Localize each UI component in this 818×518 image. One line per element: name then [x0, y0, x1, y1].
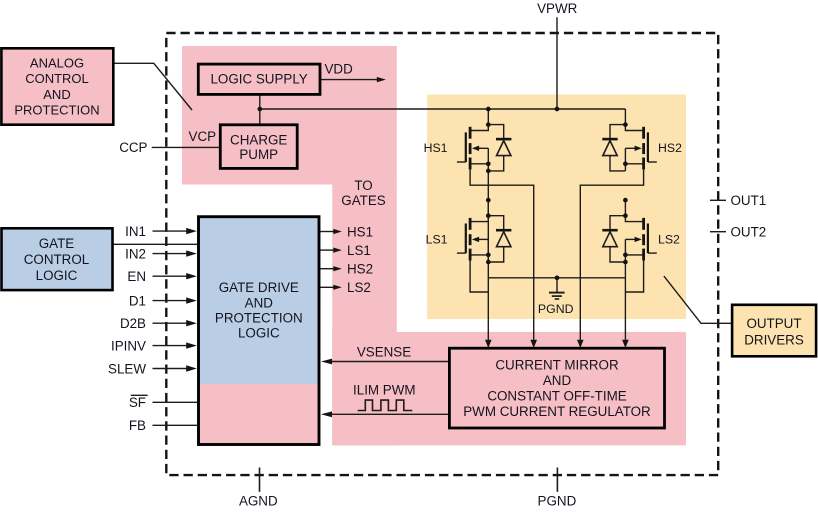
svg-text:ANALOG: ANALOG — [30, 55, 84, 70]
svg-text:D2B: D2B — [120, 316, 146, 331]
svg-text:IN1: IN1 — [125, 224, 146, 239]
svg-text:CURRENT MIRROR: CURRENT MIRROR — [495, 358, 619, 373]
svg-text:VPWR: VPWR — [537, 1, 578, 16]
svg-text:CONSTANT OFF-TIME: CONSTANT OFF-TIME — [487, 388, 626, 403]
svg-text:HS2: HS2 — [347, 262, 373, 277]
svg-text:PROTECTION: PROTECTION — [215, 311, 303, 326]
svg-text:D1: D1 — [129, 293, 146, 308]
svg-text:LOGIC: LOGIC — [36, 268, 78, 283]
svg-text:OUT1: OUT1 — [731, 193, 767, 208]
svg-text:AND: AND — [543, 373, 572, 388]
svg-text:CONTROL: CONTROL — [24, 252, 89, 267]
svg-text:EN: EN — [127, 269, 146, 284]
svg-text:FB: FB — [129, 418, 146, 433]
svg-text:SF: SF — [129, 395, 146, 410]
svg-text:OUTPUT: OUTPUT — [746, 316, 801, 331]
svg-text:LS2: LS2 — [347, 280, 371, 295]
svg-text:LS2: LS2 — [658, 232, 680, 246]
svg-text:GATE DRIVE: GATE DRIVE — [219, 280, 299, 295]
svg-text:VCP: VCP — [189, 129, 217, 144]
svg-text:VSENSE: VSENSE — [357, 344, 411, 359]
svg-text:GATES: GATES — [341, 193, 385, 208]
svg-text:OUT2: OUT2 — [731, 225, 767, 240]
svg-text:CONTROL: CONTROL — [25, 71, 89, 86]
svg-text:LS1: LS1 — [426, 232, 448, 246]
svg-text:CCP: CCP — [119, 140, 147, 155]
svg-text:PGND: PGND — [538, 302, 574, 316]
svg-text:TO: TO — [354, 178, 372, 193]
svg-text:PGND: PGND — [538, 493, 577, 508]
svg-text:SLEW: SLEW — [108, 361, 146, 376]
svg-text:PWM CURRENT REGULATOR: PWM CURRENT REGULATOR — [463, 404, 651, 419]
svg-text:HS1: HS1 — [424, 141, 448, 155]
svg-text:DRIVERS: DRIVERS — [744, 333, 804, 348]
svg-text:PROTECTION: PROTECTION — [14, 103, 99, 118]
svg-text:IN2: IN2 — [125, 246, 146, 261]
svg-text:AND: AND — [43, 87, 70, 102]
svg-text:IPINV: IPINV — [111, 338, 146, 353]
svg-text:PUMP: PUMP — [239, 147, 278, 162]
svg-text:HS1: HS1 — [347, 224, 373, 239]
svg-text:VDD: VDD — [325, 61, 354, 76]
svg-text:LOGIC SUPPLY: LOGIC SUPPLY — [210, 71, 307, 86]
svg-text:CHARGE: CHARGE — [230, 133, 287, 148]
svg-text:GATE: GATE — [39, 236, 75, 251]
svg-text:LOGIC: LOGIC — [238, 326, 280, 341]
svg-text:AGND: AGND — [239, 493, 278, 508]
svg-text:HS2: HS2 — [658, 141, 682, 155]
svg-text:AND: AND — [245, 295, 274, 310]
svg-text:ILIM PWM: ILIM PWM — [353, 382, 416, 397]
svg-text:LS1: LS1 — [347, 243, 371, 258]
